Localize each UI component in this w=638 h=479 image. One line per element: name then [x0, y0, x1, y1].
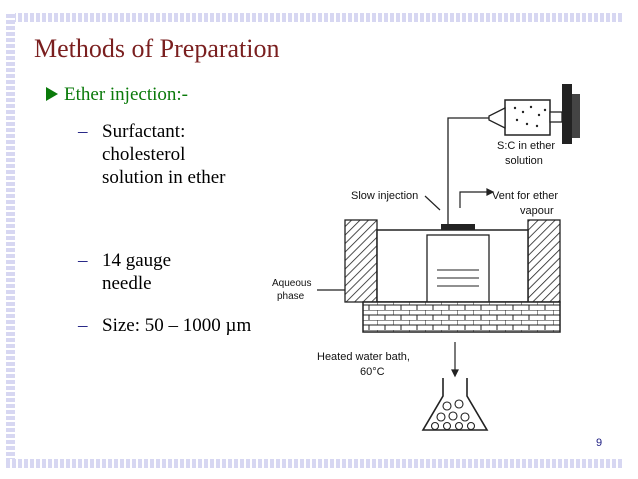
label-solution: solution [505, 155, 543, 167]
subpoint-text: Size: 50 – 1000 µm [102, 315, 252, 336]
subpoint-size: – Size: 50 – 1000 µm [78, 314, 268, 337]
subpoint-surfactant: – Surfactant: cholesterol solution in et… [78, 120, 228, 189]
label-vent-ether: Vent for ether [492, 190, 558, 202]
left-decorative-band [6, 13, 15, 468]
dash-marker: – [78, 315, 88, 336]
dash-marker: – [78, 250, 88, 271]
dash-marker: – [78, 121, 88, 142]
label-phase: phase [277, 291, 305, 302]
bottom-decorative-band [6, 459, 624, 468]
top-decorative-band [6, 13, 624, 22]
label-sc-ether: S:C in ether [497, 140, 555, 152]
collecting-flask-icon [421, 378, 489, 431]
subpoint-needle: – 14 gauge needle [78, 249, 218, 295]
ether-injection-diagram: S:C in ether solution Slow injection Ven… [272, 84, 580, 431]
insulation-left [344, 219, 378, 303]
flask-icon [426, 224, 490, 303]
page-number: 9 [596, 437, 603, 449]
subpoint-text: Surfactant: cholesterol solution in ethe… [102, 121, 226, 188]
label-heated-water-bath: Heated water bath, [317, 351, 410, 363]
brick-heater-base [362, 301, 561, 333]
arrow-bullet-icon [46, 87, 58, 101]
syringe-icon [488, 84, 580, 144]
label-slow-injection: Slow injection [351, 190, 418, 202]
slide-title: Methods of Preparation [34, 34, 280, 63]
label-aqueous: Aqueous [272, 278, 311, 289]
bullet-ether-injection: Ether injection:- [46, 84, 188, 106]
label-vapour: vapour [520, 205, 554, 217]
insulation-right [527, 219, 561, 303]
subpoint-text: 14 gauge needle [102, 250, 172, 294]
bullet-label: Ether injection:- [64, 84, 188, 105]
label-temperature: 60°C [360, 366, 385, 378]
